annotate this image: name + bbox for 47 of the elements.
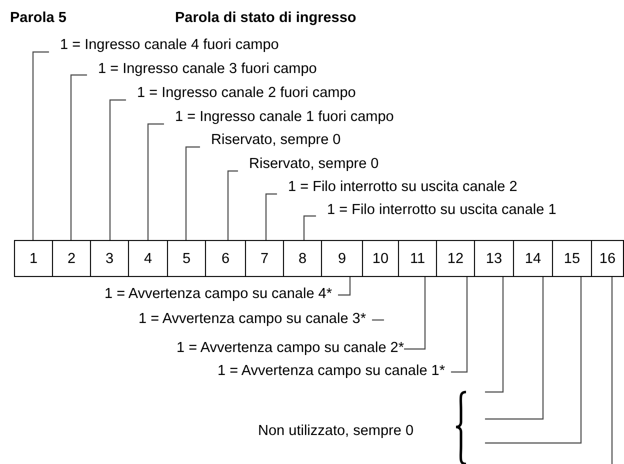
leader-line (70, 74, 87, 240)
leader-line (372, 319, 384, 321)
bit-description: 1 = Ingresso canale 4 fuori campo (49, 37, 279, 54)
leader-line (109, 99, 126, 240)
bit-description: 1 = Ingresso canale 1 fuori campo (164, 109, 394, 126)
bit-description: 1 = Avvertenza campo su canale 4* (104, 286, 338, 303)
bit-cell: 15 (552, 240, 592, 277)
bit-description: 1 = Filo interrotto su uscita canale 1 (316, 202, 556, 219)
leader-line (485, 276, 504, 393)
bit-cell: 6 (205, 240, 246, 277)
bit-cell: 10 (362, 240, 399, 277)
bit-description: 1 = Avvertenza campo su canale 2* (176, 340, 404, 357)
leader-line (227, 170, 238, 240)
bit-cell: 14 (513, 240, 553, 277)
bit-description: 1 = Filo interrotto su uscita canale 2 (277, 179, 518, 196)
leader-line (32, 51, 49, 240)
bit-cell: 2 (52, 240, 91, 277)
word-number: Parola 5 (10, 10, 66, 26)
bit-cell: 5 (167, 240, 206, 277)
leader-line (404, 276, 426, 350)
bit-description: Non utilizzato, sempre 0 (258, 423, 414, 440)
bit-cell: 4 (128, 240, 168, 277)
bit-description: Riservato, sempre 0 (238, 156, 379, 173)
leader-line (485, 276, 544, 420)
leader-line (147, 123, 164, 240)
bit-cell: 9 (321, 240, 363, 277)
bit-cell: 8 (283, 240, 322, 277)
leader-line (303, 215, 316, 240)
bit-cell: 11 (398, 240, 437, 277)
bit-description: 1 = Ingresso canale 2 fuori campo (126, 85, 356, 102)
bit-description: 1 = Ingresso canale 3 fuori campo (87, 61, 317, 78)
bit-cell: 12 (436, 240, 475, 277)
bit-cell: 3 (90, 240, 129, 277)
bit-description: 1 = Avvertenza campo su canale 3* (138, 311, 372, 328)
bit-cell: 7 (245, 240, 284, 277)
bit-cell: 16 (591, 240, 624, 277)
leader-line (185, 146, 200, 240)
bit-description: Riservato, sempre 0 (200, 132, 341, 149)
diagram-title: Parola di stato di ingresso (175, 10, 356, 26)
leader-line (451, 276, 468, 373)
bit-cell: 1 (14, 240, 53, 277)
leader-line (265, 193, 277, 240)
leader-line (611, 276, 613, 464)
bit-cell: 13 (474, 240, 514, 277)
leader-line (338, 276, 351, 296)
bit-description: 1 = Avvertenza campo su canale 1* (218, 363, 451, 380)
leader-line (485, 276, 582, 444)
